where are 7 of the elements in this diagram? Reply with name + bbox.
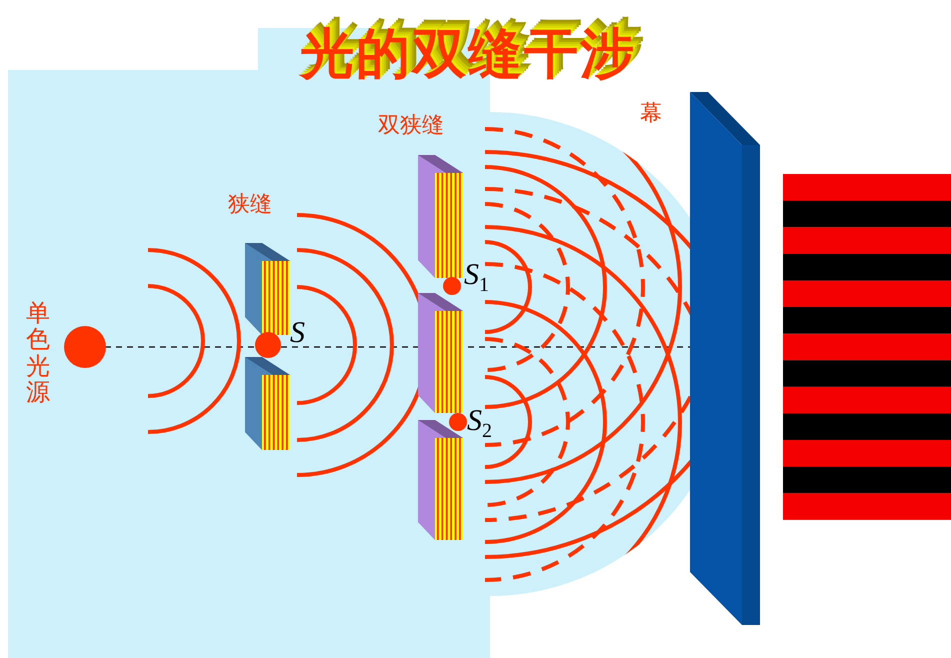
slit-label: 双狭缝 xyxy=(378,114,444,138)
light-source-label: 单色光源 xyxy=(26,300,50,406)
point-label: S$_{2}$ xyxy=(467,404,492,442)
point-label: S$_{1}$ xyxy=(464,258,489,296)
point-label: S xyxy=(290,316,305,349)
slit-label: 狭缝 xyxy=(228,193,272,218)
screen-label: 幕 xyxy=(640,102,662,126)
